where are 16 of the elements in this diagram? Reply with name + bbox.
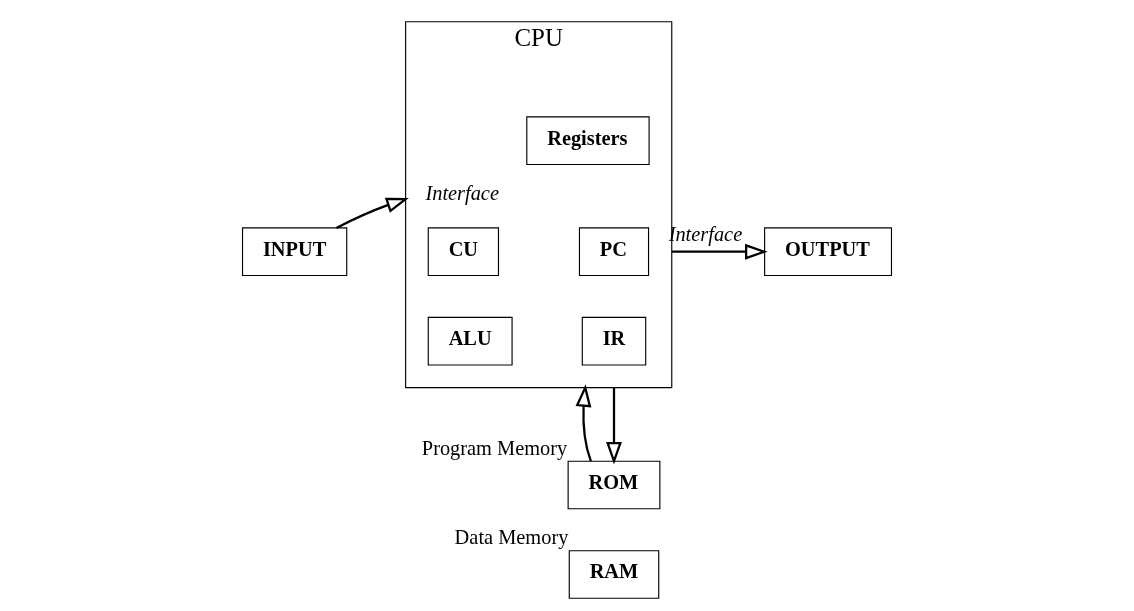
node-label: Data Memory: [454, 526, 569, 549]
arrow: [335, 197, 409, 229]
node-box: RAM: [568, 550, 660, 599]
node-box: CU: [427, 227, 500, 277]
node-box: ROM: [567, 460, 661, 510]
node-box: INPUT: [241, 227, 348, 277]
arrow: [606, 387, 622, 465]
node-box: PC: [578, 227, 650, 277]
edge-label: Interface: [425, 182, 499, 205]
node-box: ALU: [427, 316, 513, 366]
arrow: [671, 243, 768, 260]
node-box: Registers: [526, 116, 650, 166]
arrow: [575, 384, 592, 462]
node-label: Program Memory: [421, 436, 568, 459]
node-box: IR: [581, 316, 647, 366]
node-box: OUTPUT: [764, 227, 893, 277]
